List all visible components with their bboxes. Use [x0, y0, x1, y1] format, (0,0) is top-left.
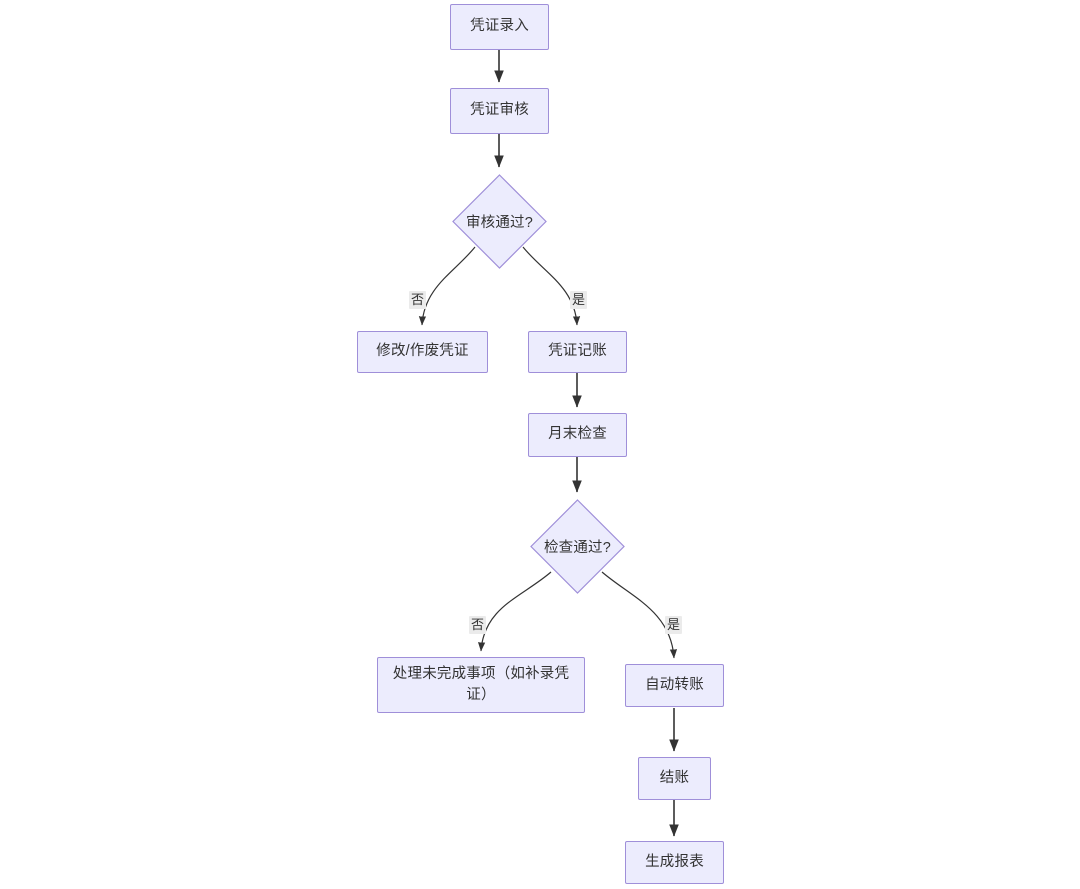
node-generate-reports[interactable]: 生成报表 — [625, 841, 724, 884]
edge-label-yes-1: 是 — [570, 291, 588, 310]
node-label: 生成报表 — [645, 853, 704, 870]
node-label: 凭证记账 — [548, 343, 607, 360]
edge-label-yes-2: 是 — [665, 616, 683, 635]
node-voucher-review[interactable]: 凭证审核 — [450, 88, 549, 134]
diamond-shape — [452, 174, 547, 269]
node-close-accounts[interactable]: 结账 — [638, 757, 711, 800]
node-check-passed-decision[interactable]: 检查通过? — [530, 499, 625, 594]
node-label: 检查通过? — [543, 540, 612, 556]
diamond-shape — [530, 499, 625, 594]
node-auto-transfer[interactable]: 自动转账 — [625, 664, 724, 707]
node-label: 处理未完成事项（如补录凭证） — [392, 665, 570, 703]
node-label: 审核通过? — [465, 215, 534, 231]
node-label: 修改/作废凭证 — [376, 343, 469, 360]
node-label: 凭证审核 — [470, 102, 529, 119]
node-label: 结账 — [659, 769, 690, 786]
node-label: 自动转账 — [645, 676, 704, 693]
edge-label-no-1: 否 — [409, 291, 427, 310]
node-month-end-check[interactable]: 月末检查 — [528, 413, 627, 457]
node-voucher-posting[interactable]: 凭证记账 — [528, 331, 627, 373]
node-voucher-entry[interactable]: 凭证录入 — [450, 4, 549, 50]
node-handle-unfinished-items[interactable]: 处理未完成事项（如补录凭证） — [377, 657, 585, 713]
node-review-passed-decision[interactable]: 审核通过? — [452, 174, 547, 269]
node-label: 月末检查 — [548, 426, 607, 443]
edge-label-no-2: 否 — [469, 616, 487, 635]
node-modify-void-voucher[interactable]: 修改/作废凭证 — [357, 331, 488, 373]
node-label: 凭证录入 — [470, 18, 529, 35]
